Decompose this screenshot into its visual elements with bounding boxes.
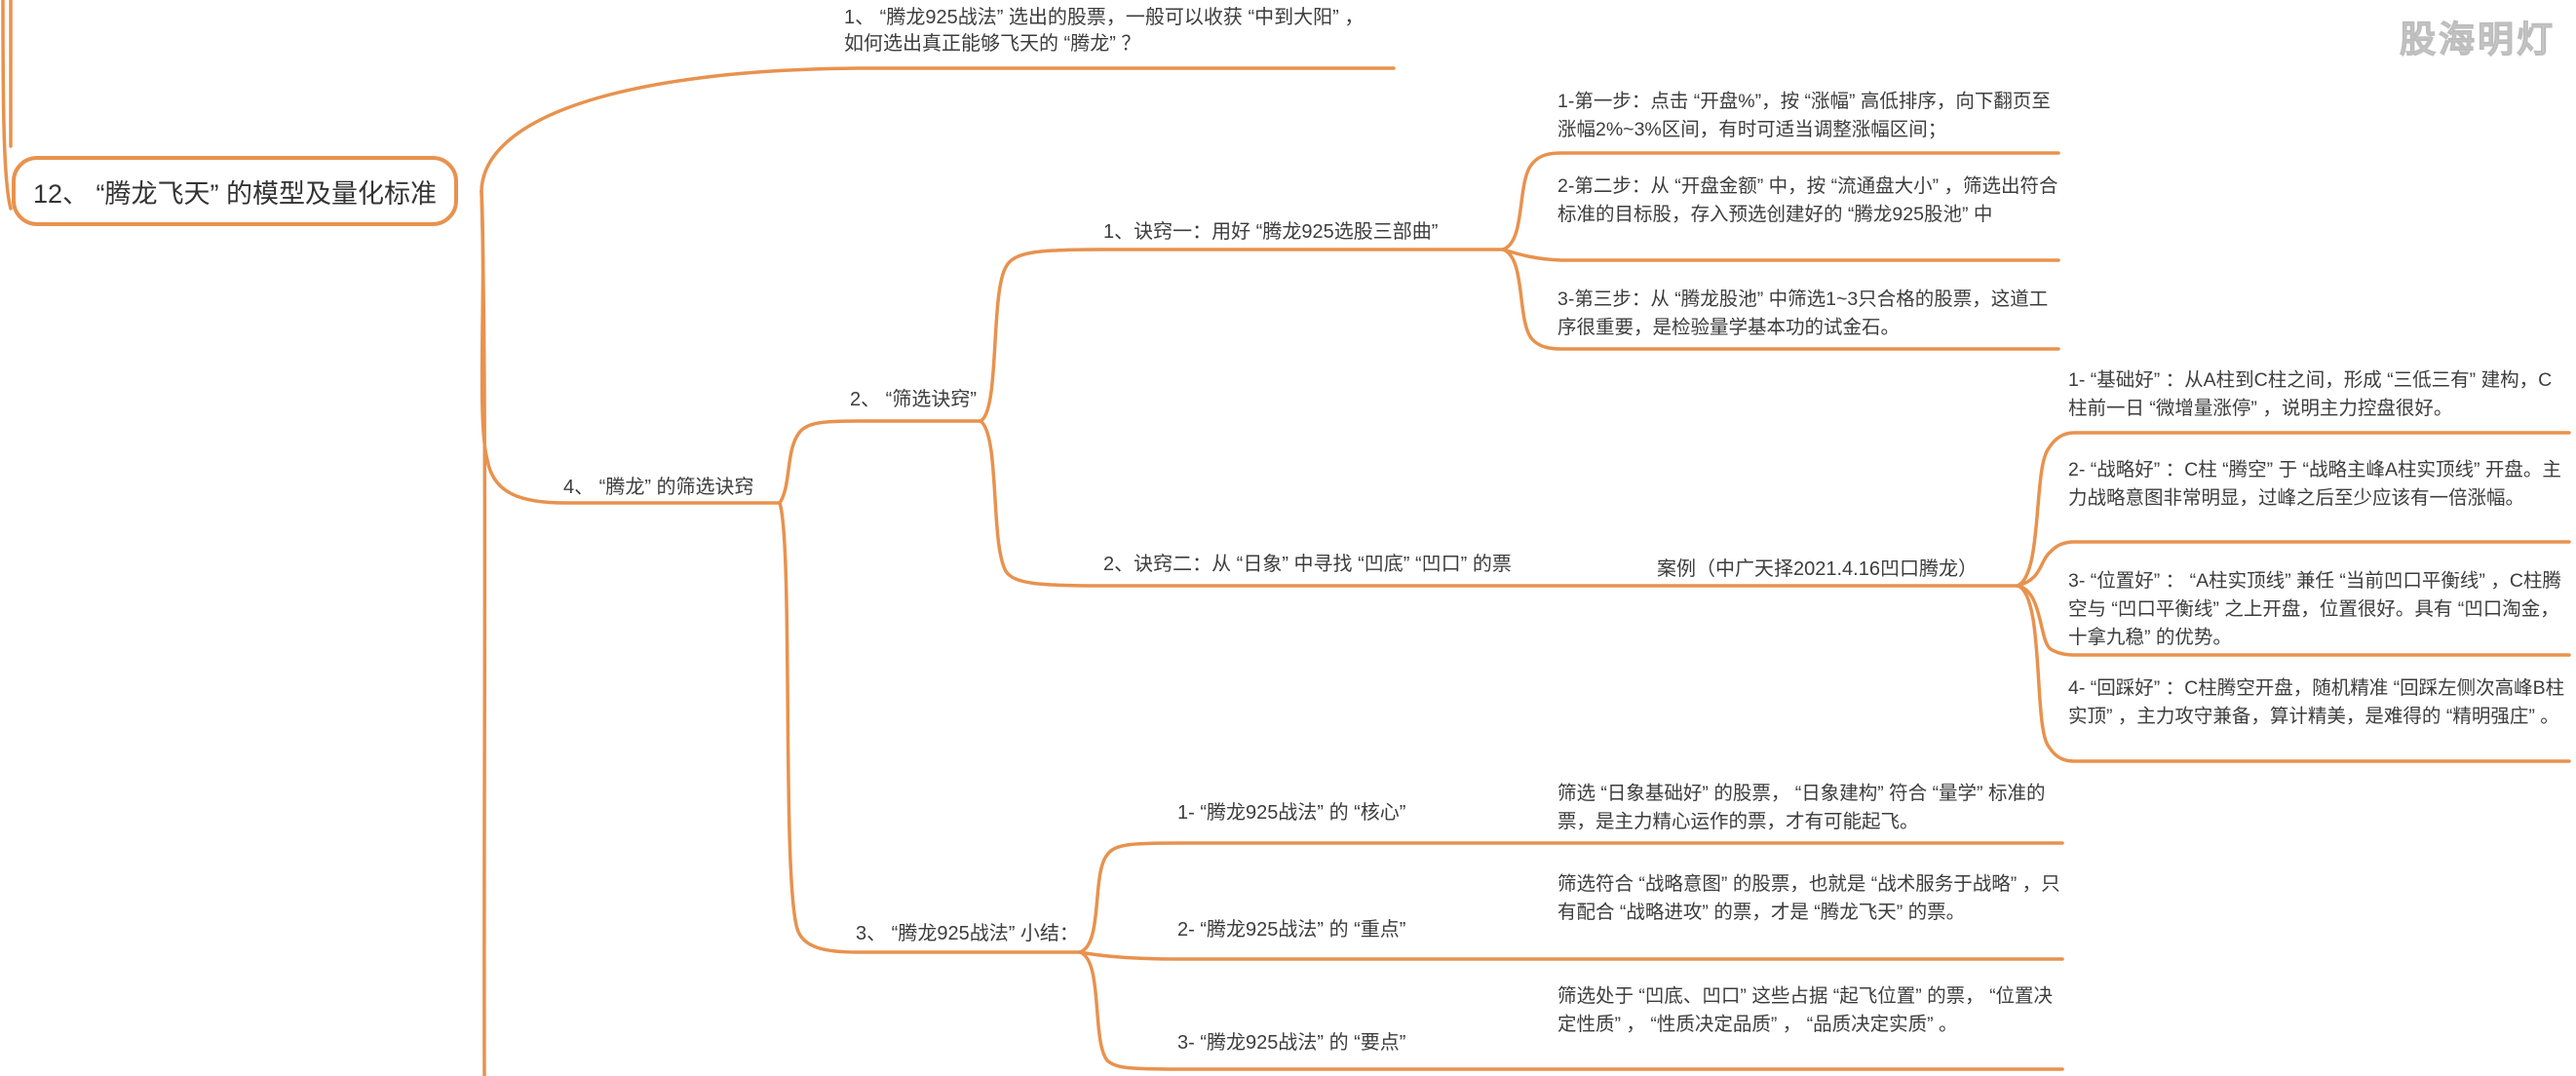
- summary-label-2[interactable]: 2- “腾龙925战法” 的 “重点”: [1177, 919, 1406, 941]
- branch-node4-filter: [778, 419, 982, 505]
- branch-parent-stub: [1, 0, 13, 211]
- branch-tip1-step1: [1501, 151, 2060, 251]
- branch-summary-item1: [1078, 841, 2064, 954]
- branch-filter-tip2: [979, 419, 2019, 588]
- summary-text-2[interactable]: 筛选符合 “战略意图” 的股票，也就是 “战术服务于战略” ，只有配合 “战略进…: [1557, 873, 2060, 923]
- branch-tip2-point4: [2016, 584, 2571, 763]
- topic-summary[interactable]: 3、 “腾龙925战法” 小结：: [856, 923, 1079, 944]
- tip1-step-1[interactable]: 1-第一步：点击 “开盘%”，按 “涨幅” 高低排序，向下翻页至涨幅2%~3%区…: [1557, 91, 2051, 140]
- branch-root-offscreen: [480, 189, 487, 1076]
- branch-tip2-point3: [2016, 584, 2571, 657]
- summary-label-3[interactable]: 3- “腾龙925战法” 的 “要点”: [1177, 1032, 1406, 1054]
- branch-summary-item2: [1078, 950, 2064, 961]
- root-topic-label: 12、 “腾龙飞天” 的模型及量化标准: [32, 178, 438, 209]
- tip1-step-2[interactable]: 2-第二步：从 “开盘金额” 中，按 “流通盘大小” ，筛选出符合标准的目标股，…: [1557, 175, 2058, 225]
- branch-node4-summary: [778, 501, 1082, 954]
- tip2-point-2[interactable]: 2- “战略好” ：C柱 “腾空” 于 “战略主峰A柱实顶线” 开盘。主力战略意…: [2068, 459, 2561, 509]
- summary-text-1[interactable]: 筛选 “日象基础好” 的股票， “日象建构” 符合 “量学” 标准的票，是主力精…: [1557, 783, 2046, 832]
- topic-tip1[interactable]: 1、诀窍一：用好 “腾龙925选股三部曲”: [1103, 221, 1439, 243]
- branch-summary-item3: [1078, 950, 2064, 1071]
- topic-question[interactable]: 1、 “腾龙925战法” 选出的股票，一般可以收获 “中到大阳” ，如何选出真正…: [844, 7, 1365, 55]
- tip1-step-3[interactable]: 3-第三步：从 “腾龙股池” 中筛选1~3只合格的股票，这道工序很重要，是检验量…: [1557, 288, 2049, 338]
- topic-tenglong-filter-tips[interactable]: 4、 “腾龙” 的筛选诀窍: [563, 477, 754, 498]
- summary-label-1[interactable]: 1- “腾龙925战法” 的 “核心”: [1177, 802, 1406, 824]
- tip2-point-4[interactable]: 4- “回踩好” ：C柱腾空开盘，随机精准 “回踩左侧次高峰B柱实顶” ，主力攻…: [2068, 677, 2565, 727]
- watermark: 股海明灯: [2400, 19, 2556, 60]
- tip2-point-3[interactable]: 3- “位置好” ： “A柱实顶线” 兼任 “当前凹口平衡线” ，C柱腾空与 “…: [2068, 570, 2561, 648]
- branch-tip1-step3: [1501, 248, 2060, 351]
- root-topic[interactable]: 12、 “腾龙飞天” 的模型及量化标准: [12, 156, 458, 226]
- topic-filter-tips[interactable]: 2、 “筛选诀窍”: [850, 389, 977, 410]
- branch-root-question: [480, 66, 1396, 193]
- branch-root-node4: [480, 189, 782, 505]
- summary-text-3[interactable]: 筛选处于 “凹底、凹口” 这些占据 “起飞位置” 的票， “位置决定性质” ， …: [1557, 985, 2054, 1035]
- tip2-point-1[interactable]: 1- “基础好” ：从A柱到C柱之间，形成 “三低三有” 建构，C柱前一日 “微…: [2068, 369, 2553, 419]
- branch-tip2-point1: [2016, 431, 2571, 588]
- branch-tip1-step2: [1501, 248, 2060, 262]
- topic-tip2[interactable]: 2、诀窍二：从 “日象” 中寻找 “凹底” “凹口” 的票: [1103, 554, 1512, 575]
- branch-tip2-point2: [2016, 540, 2571, 588]
- topic-case[interactable]: 案例（中广天择2021.4.16凹口腾龙）: [1657, 558, 1978, 580]
- branch-filter-tip1: [979, 248, 1505, 423]
